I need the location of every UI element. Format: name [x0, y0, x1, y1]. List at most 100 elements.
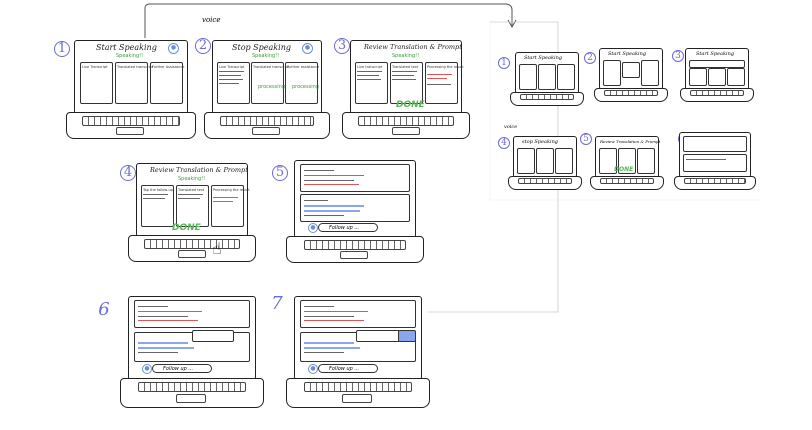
thumb-2-number: 2	[584, 52, 596, 64]
summary-panel	[134, 300, 250, 328]
panel-translated	[390, 62, 423, 104]
screen-title: Review Translation & Prompt	[150, 166, 248, 174]
step-4-number: 4	[120, 165, 136, 181]
panel	[519, 64, 537, 90]
step-6-number: 6	[98, 299, 110, 320]
text-line-red	[138, 311, 202, 312]
panel	[603, 60, 621, 86]
trackpad	[340, 251, 368, 259]
panel-live-transcript	[217, 62, 250, 104]
panel-result	[425, 62, 458, 104]
screen-title: Start Speaking	[96, 43, 157, 52]
followup-button[interactable]: Follow up ...	[318, 223, 378, 232]
trackpad	[116, 127, 144, 135]
keyboard	[220, 116, 314, 126]
panel-label: Translated text	[392, 65, 419, 69]
popover-selected[interactable]	[398, 330, 416, 342]
screen	[515, 52, 579, 94]
followup-button[interactable]: Follow up ...	[318, 364, 378, 373]
keyboard	[604, 90, 658, 96]
keyboard	[684, 178, 746, 184]
text-line-red	[213, 201, 233, 202]
panel	[689, 68, 707, 86]
keyboard	[518, 178, 572, 184]
panel-label: Translated transcript	[117, 65, 154, 69]
text-line-red	[304, 320, 364, 321]
speaking-badge: Speaking!!	[178, 176, 206, 182]
panel-label: Tap the follow-up	[143, 188, 173, 192]
keyboard	[690, 90, 744, 96]
text-line-red	[427, 78, 447, 79]
popover	[192, 330, 234, 342]
panel	[689, 60, 745, 68]
screen-title: Stop Speaking	[232, 43, 291, 52]
step-3-number: 3	[334, 38, 350, 54]
mic-icon[interactable]: ●	[308, 364, 318, 374]
popover	[356, 330, 400, 342]
text-line	[304, 215, 344, 216]
done-label: DONE	[396, 100, 425, 110]
keyboard	[600, 178, 654, 184]
speaking-badge: Speaking!!	[116, 53, 144, 59]
summary-panel	[300, 300, 416, 328]
panel-label: Processing the result	[427, 65, 464, 69]
text-line	[392, 71, 417, 72]
trackpad	[392, 127, 420, 135]
step-7-number: 7	[271, 293, 283, 314]
panel	[622, 62, 640, 78]
text-line	[357, 79, 381, 80]
panel-label: Processing the result	[213, 188, 250, 192]
screen	[136, 163, 248, 237]
panel-label: Further Assistance	[152, 65, 185, 69]
summary-panel	[300, 164, 410, 192]
mic-icon[interactable]: ●	[168, 43, 179, 54]
text-line-red	[304, 175, 364, 176]
thumb-5-number: 5	[580, 133, 592, 145]
mic-icon[interactable]: ●	[308, 223, 318, 233]
panel	[555, 148, 573, 174]
followup-button[interactable]: Follow up ...	[152, 364, 212, 373]
panel-label: Translated transcript	[253, 65, 290, 69]
text-line-red	[304, 311, 368, 312]
panel-label: Translated text	[178, 188, 205, 192]
screen	[513, 136, 577, 178]
keyboard	[82, 116, 180, 126]
thumb-title: Start Speaking	[696, 51, 735, 57]
text-line	[178, 198, 200, 199]
text-line	[138, 352, 178, 353]
speaking-badge: Speaking!!	[252, 53, 280, 59]
panel-label: Live transcript	[357, 65, 383, 69]
panel	[727, 68, 745, 86]
panel	[637, 148, 655, 174]
panel-translated	[251, 62, 284, 104]
thumb-title: Start Speaking	[524, 55, 563, 61]
panel	[641, 60, 659, 86]
text-line	[219, 75, 241, 76]
processing-label: processing	[258, 84, 285, 90]
thumb-4-number: 4	[498, 137, 510, 149]
text-line	[138, 306, 168, 307]
panel	[708, 68, 726, 86]
text-line	[392, 79, 416, 80]
highlight-line	[304, 347, 360, 349]
text-line	[427, 84, 451, 85]
panel-assistance	[150, 62, 183, 104]
mic-icon[interactable]: ●	[142, 364, 152, 374]
text-line	[304, 180, 354, 181]
text-line	[304, 170, 334, 171]
text-line	[686, 159, 726, 160]
mic-icon[interactable]: ●	[302, 43, 313, 54]
thumb-title: stop Speaking	[522, 139, 558, 145]
panel	[618, 148, 636, 174]
panel	[536, 148, 554, 174]
panel	[538, 64, 556, 90]
panel	[683, 154, 747, 172]
text-line	[219, 71, 244, 72]
keyboard	[304, 382, 412, 392]
trackpad	[252, 127, 280, 135]
screen	[599, 48, 663, 90]
panel-assistance	[285, 62, 318, 104]
text-line	[304, 316, 354, 317]
text-line-red	[138, 320, 198, 321]
text-line	[304, 352, 344, 353]
